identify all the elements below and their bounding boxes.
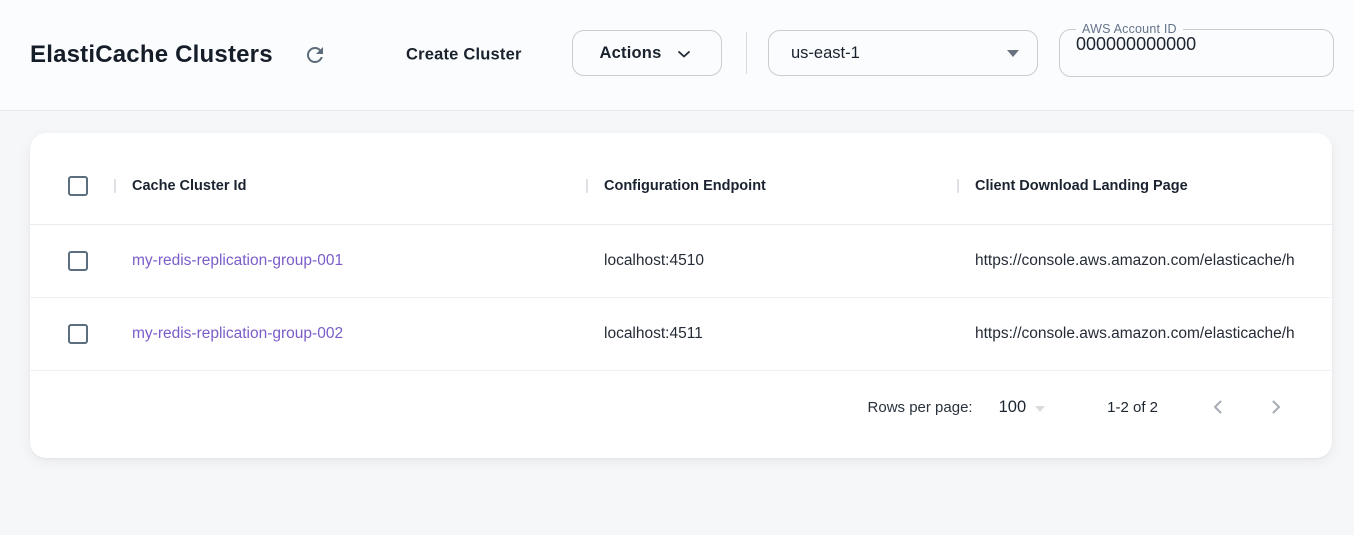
topbar: ElastiCache Clusters Create Cluster Acti…: [0, 0, 1354, 111]
column-separator: [114, 178, 116, 193]
column-header-label: Configuration Endpoint: [604, 177, 766, 194]
region-select-value: us-east-1: [791, 43, 860, 62]
chevron-down-icon: [678, 51, 691, 58]
column-separator: [586, 178, 588, 193]
chevron-left-icon: [1214, 400, 1222, 414]
cache-cluster-id-link[interactable]: my-redis-replication-group-001: [132, 252, 344, 269]
previous-page-button[interactable]: [1198, 387, 1238, 427]
table-header-row: Cache Cluster Id Configuration Endpoint …: [30, 133, 1332, 225]
rows-per-page-value: 100: [998, 397, 1027, 416]
column-header-label: Client Download Landing Page: [975, 177, 1188, 194]
column-header-cache-cluster-id[interactable]: Cache Cluster Id: [114, 178, 586, 194]
aws-account-id-label: AWS Account ID: [1082, 22, 1177, 36]
table-row: my-redis-replication-group-002 localhost…: [30, 298, 1332, 371]
row-checkbox-cell: [30, 251, 114, 271]
cache-cluster-id-link[interactable]: my-redis-replication-group-002: [132, 325, 344, 342]
column-separator: [957, 178, 959, 193]
rows-per-page-label: Rows per page:: [867, 398, 973, 416]
row-checkbox[interactable]: [68, 324, 88, 344]
refresh-button[interactable]: [301, 41, 329, 69]
page-title: ElastiCache Clusters: [30, 41, 273, 68]
clusters-card: Cache Cluster Id Configuration Endpoint …: [30, 133, 1332, 458]
column-header-client-download-landing-page[interactable]: Client Download Landing Page: [957, 178, 1332, 194]
header-checkbox-cell: [30, 175, 114, 196]
aws-account-id-input[interactable]: [1072, 34, 1325, 61]
arrow-drop-down-icon: [1007, 49, 1019, 57]
rows-per-page-select[interactable]: 100: [999, 398, 1046, 417]
row-checkbox[interactable]: [68, 251, 88, 271]
column-header-label: Cache Cluster Id: [132, 177, 247, 194]
table-row: my-redis-replication-group-001 localhost…: [30, 225, 1332, 298]
configuration-endpoint-value: localhost:4511: [604, 325, 703, 342]
refresh-icon: [306, 47, 323, 63]
client-download-landing-page-value: https://console.aws.amazon.com/elasticac…: [975, 252, 1295, 269]
configuration-endpoint-value: localhost:4510: [604, 252, 704, 269]
arrow-drop-down-icon: [1035, 405, 1046, 412]
chevron-right-icon: [1272, 400, 1280, 414]
region-select[interactable]: us-east-1: [768, 30, 1038, 76]
actions-button[interactable]: Actions: [572, 30, 722, 76]
client-download-landing-page-value: https://console.aws.amazon.com/elasticac…: [975, 325, 1295, 342]
pagination-range: 1-2 of 2: [1107, 398, 1158, 416]
toolbar-divider: [746, 32, 747, 74]
next-page-button[interactable]: [1256, 387, 1296, 427]
select-all-checkbox[interactable]: [68, 175, 88, 196]
row-checkbox-cell: [30, 324, 114, 344]
aws-account-id-field: AWS Account ID: [1059, 22, 1334, 77]
column-header-configuration-endpoint[interactable]: Configuration Endpoint: [586, 178, 957, 194]
table-pagination: Rows per page: 100 1-2 of 2: [30, 371, 1332, 443]
actions-button-label: Actions: [599, 43, 662, 62]
create-cluster-button[interactable]: Create Cluster: [398, 40, 530, 71]
